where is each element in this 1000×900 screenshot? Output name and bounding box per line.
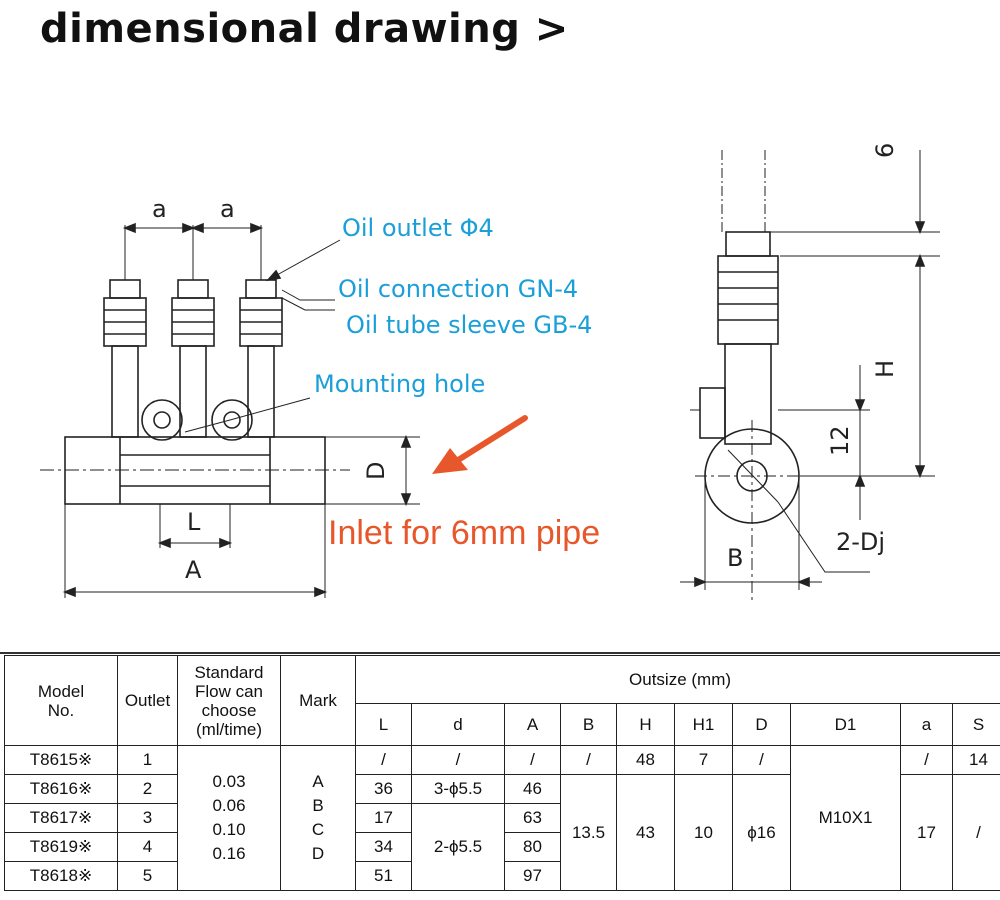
header-col-a: a	[900, 703, 953, 746]
cell-model: T8618※	[4, 861, 118, 891]
cell-D-merged: ϕ16	[732, 774, 791, 891]
flow-value: 0.16	[212, 844, 246, 863]
cell-H: 48	[616, 745, 675, 775]
cell-L: 36	[355, 774, 412, 804]
header-col-S: S	[951, 703, 1000, 746]
cell-A: 80	[504, 832, 561, 862]
header-col-D1: D1	[790, 703, 901, 746]
callout-oil-outlet: Oil outlet Φ4	[342, 214, 494, 242]
flow-value: 0.06	[212, 796, 246, 815]
dim-label-L: L	[187, 508, 201, 536]
cell-d-merged: 2-ϕ5.5	[411, 803, 505, 891]
header-flow-line2: Flow can	[194, 681, 264, 701]
cell-outlet: 3	[117, 803, 178, 833]
header-col-B: B	[560, 703, 617, 746]
specification-table: Model No. Outlet Standard Flow can choos…	[4, 655, 1000, 891]
cell-a: /	[900, 745, 953, 775]
header-outsize: Outsize (mm)	[354, 655, 1000, 704]
header-col-H1: H1	[674, 703, 733, 746]
header-flow-line1: Standard	[194, 662, 264, 682]
cell-H1-merged: 10	[674, 774, 733, 891]
header-outlet: Outlet	[117, 655, 178, 746]
cell-A: 46	[504, 774, 561, 804]
cell-L: 17	[355, 803, 412, 833]
dimensional-drawing: Oil outlet Φ4 Oil connection GN-4 Oil tu…	[40, 143, 940, 600]
cell-model: T8615※	[4, 745, 118, 775]
dim-label-B: B	[727, 544, 743, 572]
header-col-A: A	[504, 703, 561, 746]
header-model-line1: Model	[37, 681, 85, 701]
cell-model: T8616※	[4, 774, 118, 804]
cell-L: 51	[355, 861, 412, 891]
cell-outlet: 2	[117, 774, 178, 804]
cell-L: /	[355, 745, 412, 775]
dim-label-a-left: a	[152, 195, 167, 223]
header-flow: Standard Flow can choose (ml/time)	[177, 655, 281, 746]
cell-outlet: 1	[117, 745, 178, 775]
cell-model: T8617※	[4, 803, 118, 833]
callout-inlet: Inlet for 6mm pipe	[328, 514, 600, 552]
dim-label-H: H	[871, 360, 899, 378]
mark-value: A	[312, 772, 324, 791]
dim-label-6: 6	[871, 143, 899, 158]
fitting-2	[171, 225, 215, 438]
header-col-d: d	[411, 703, 505, 746]
page-title: dimensional drawing >	[40, 6, 569, 52]
flow-value: 0.03	[212, 772, 246, 791]
cell-L: 34	[355, 832, 412, 862]
cell-S-merged: /	[951, 774, 1000, 891]
table-row: T8616※ 2 36 3-ϕ5.5 46 13.5 43 10 ϕ16 17 …	[4, 774, 1000, 891]
table-row: T8619※ 4 34 80	[4, 832, 1000, 862]
header-model: Model No.	[4, 655, 118, 746]
cell-B-merged: 13.5	[560, 774, 617, 891]
mark-value: C	[311, 820, 325, 839]
cell-d: 3-ϕ5.5	[411, 774, 505, 804]
header-flow-line3: choose	[201, 700, 257, 720]
flow-value: 0.10	[212, 820, 246, 839]
dim-label-A: A	[185, 556, 202, 584]
cell-outlet: 4	[117, 832, 178, 862]
cell-marks: A B C D	[280, 745, 356, 891]
manifold-body	[40, 399, 350, 505]
cell-S: 14	[951, 745, 1000, 775]
cell-B: /	[560, 745, 617, 775]
cell-d: /	[411, 745, 505, 775]
callout-oil-tube-sleeve: Oil tube sleeve GB-4	[346, 311, 592, 339]
cell-D1: M10X1	[790, 745, 901, 891]
dim-label-12: 12	[826, 425, 854, 456]
callout-oil-connection: Oil connection GN-4	[338, 275, 578, 303]
header-flow-line4: (ml/time)	[195, 719, 263, 739]
cell-model: T8619※	[4, 832, 118, 862]
fitting-1	[103, 225, 147, 438]
table-row: T8617※ 3 17 2-ϕ5.5 63	[4, 803, 1000, 891]
cell-flow-values: 0.03 0.06 0.10 0.16	[177, 745, 281, 891]
mark-value: D	[311, 844, 325, 863]
dim-label-2-dj: 2-Dj	[836, 528, 885, 556]
cell-outlet: 5	[117, 861, 178, 891]
cell-a-merged: 17	[900, 774, 953, 891]
callout-mounting-hole: Mounting hole	[314, 370, 485, 398]
dim-label-D: D	[362, 462, 390, 480]
table-row: T8615※ 1 0.03 0.06 0.10 0.16 A B C D / /…	[4, 745, 1000, 891]
header-col-L: L	[355, 703, 412, 746]
cell-A: /	[504, 745, 561, 775]
cell-A: 97	[504, 861, 561, 891]
cell-A: 63	[504, 803, 561, 833]
mark-value: B	[312, 796, 324, 815]
dim-label-a-right: a	[220, 195, 235, 223]
table-top-rule	[0, 652, 1000, 654]
cell-H-merged: 43	[616, 774, 675, 891]
header-col-D: D	[732, 703, 791, 746]
cell-H1: 7	[674, 745, 733, 775]
cell-D: /	[732, 745, 791, 775]
inlet-arrow	[432, 415, 528, 474]
header-mark: Mark	[280, 655, 356, 746]
table-row: T8618※ 5 51 97	[4, 861, 1000, 891]
fitting-3	[239, 225, 283, 438]
header-model-line2: No.	[47, 700, 75, 720]
header-col-H: H	[616, 703, 675, 746]
